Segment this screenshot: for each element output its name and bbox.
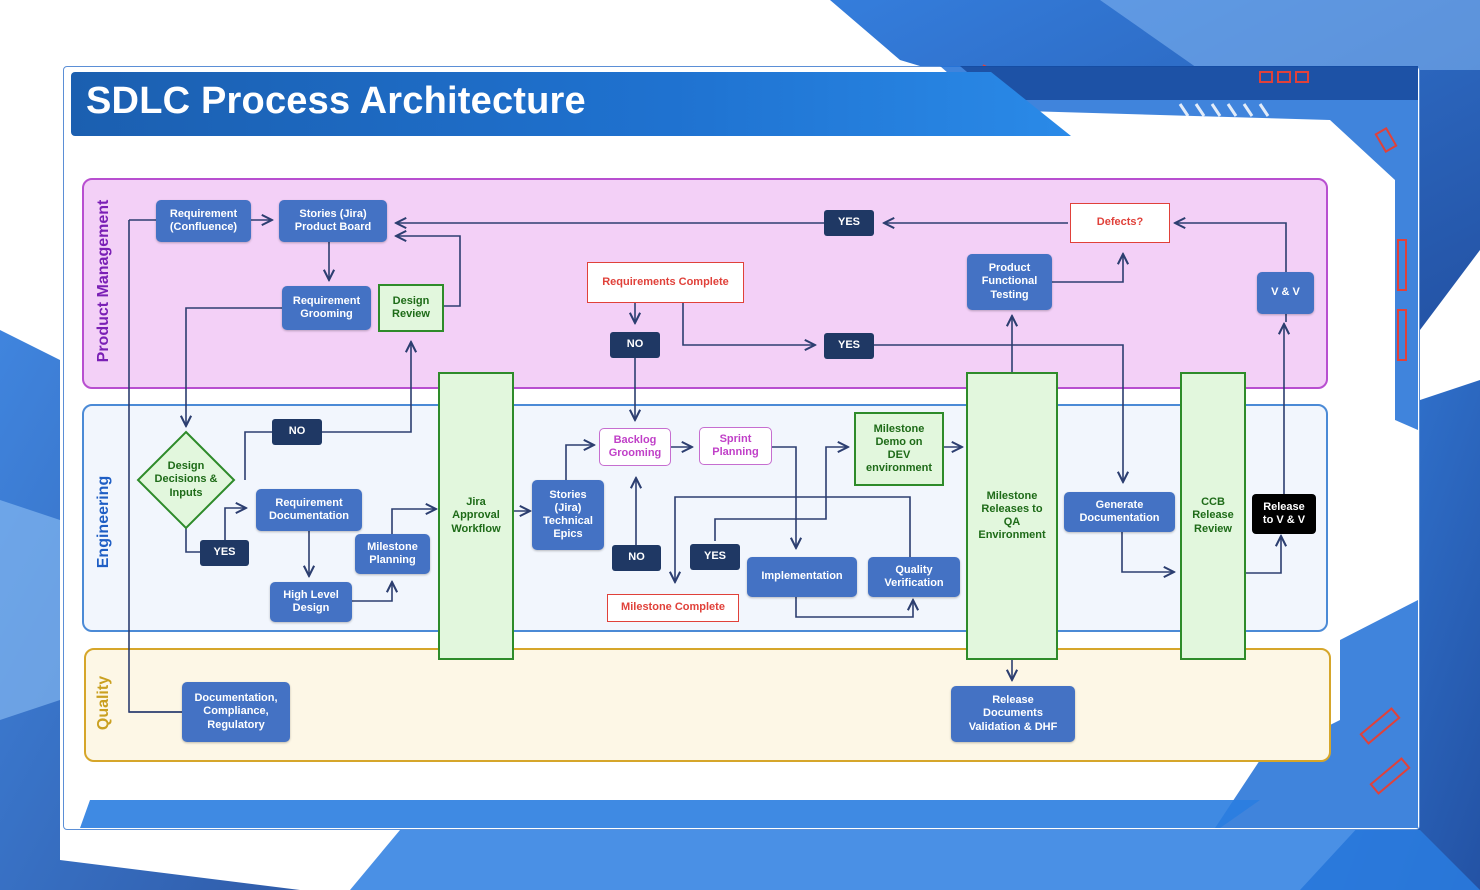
- connector: [795, 597, 913, 618]
- connector: [244, 431, 272, 480]
- milestone-releases-box[interactable]: Milestone Releases to QA Environment: [966, 372, 1058, 660]
- v-and-v-box[interactable]: V & V: [1257, 272, 1314, 314]
- connector: [186, 307, 282, 426]
- connector: [874, 344, 1123, 482]
- product-functional-testing-box[interactable]: Product Functional Testing: [967, 254, 1052, 310]
- implementation-box[interactable]: Implementation: [747, 557, 857, 597]
- page-title: SDLC Process Architecture: [86, 80, 586, 122]
- connector: [322, 342, 411, 433]
- connector: [772, 446, 796, 548]
- stories-technical-epics-box[interactable]: Stories (Jira) Technical Epics: [532, 480, 604, 550]
- connector: [675, 496, 911, 582]
- requirement-documentation-box[interactable]: Requirement Documentation: [256, 489, 362, 531]
- quality-verification-box[interactable]: Quality Verification: [868, 557, 960, 597]
- release-to-vv-box[interactable]: Release to V & V: [1252, 494, 1316, 534]
- requirement-confluence-box[interactable]: Requirement (Confluence): [156, 200, 251, 242]
- release-documents-box[interactable]: Release Documents Validation & DHF: [951, 686, 1075, 742]
- milestone-complete-box[interactable]: Milestone Complete: [607, 594, 739, 622]
- connector: [185, 526, 200, 553]
- design-review-box[interactable]: Design Review: [378, 284, 444, 332]
- jira-approval-workflow-box[interactable]: Jira Approval Workflow: [438, 372, 514, 660]
- connector: [396, 236, 461, 307]
- no-requirements-label: NO: [610, 332, 660, 358]
- ccb-release-review-box[interactable]: CCB Release Review: [1180, 372, 1246, 660]
- yes-milestone-label: YES: [690, 544, 740, 570]
- backlog-grooming-box[interactable]: Backlog Grooming: [599, 428, 671, 466]
- defects-decision-box[interactable]: Defects?: [1070, 203, 1170, 243]
- stories-product-board-box[interactable]: Stories (Jira) Product Board: [279, 200, 387, 242]
- connector: [128, 220, 182, 713]
- sprint-planning-box[interactable]: Sprint Planning: [699, 427, 772, 465]
- yes-requirements-label: YES: [824, 333, 874, 359]
- documentation-compliance-box[interactable]: Documentation, Compliance, Regulatory: [182, 682, 290, 742]
- connector: [714, 447, 848, 541]
- requirements-complete-box[interactable]: Requirements Complete: [587, 262, 744, 303]
- yes-design-label: YES: [200, 540, 249, 566]
- lane-quality: [84, 648, 1331, 762]
- no-milestone-label: NO: [612, 545, 661, 571]
- milestone-planning-box[interactable]: Milestone Planning: [355, 534, 430, 574]
- connector: [352, 582, 392, 602]
- yes-defects-label: YES: [824, 210, 874, 236]
- connector: [1246, 536, 1281, 574]
- no-design-label: NO: [272, 419, 322, 445]
- design-decisions-diamond: [136, 430, 236, 530]
- high-level-design-box[interactable]: High Level Design: [270, 582, 352, 622]
- connector: [1052, 254, 1123, 283]
- connector: [391, 509, 436, 540]
- connector: [682, 303, 815, 345]
- connector: [1121, 532, 1174, 572]
- milestone-demo-box[interactable]: Milestone Demo on DEV environment: [854, 412, 944, 486]
- connector: [565, 445, 594, 480]
- connector: [1175, 223, 1287, 272]
- title-bar: [71, 72, 1071, 136]
- connector: [224, 508, 246, 540]
- requirement-grooming-box[interactable]: Requirement Grooming: [282, 286, 371, 330]
- design-decisions-label[interactable]: Design Decisions & Inputs: [154, 460, 218, 499]
- generate-documentation-box[interactable]: Generate Documentation: [1064, 492, 1175, 532]
